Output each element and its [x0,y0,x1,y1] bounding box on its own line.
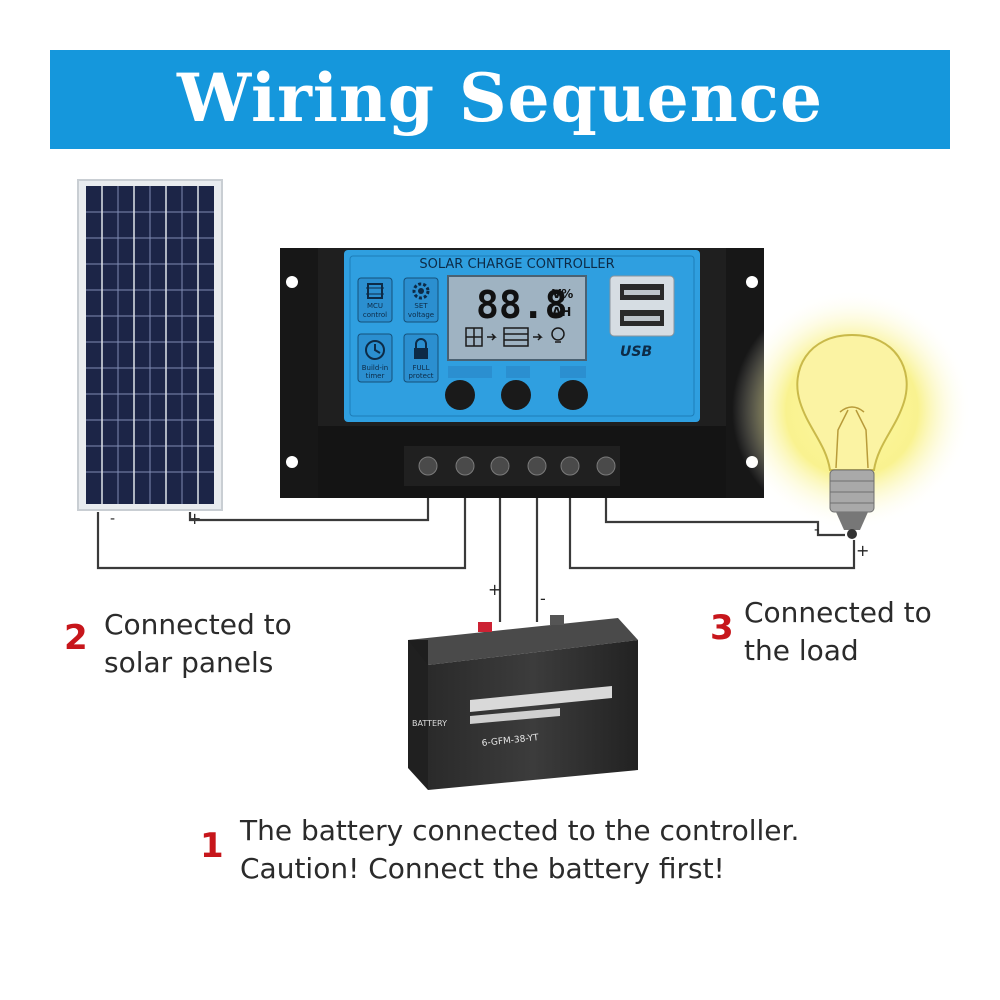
icon-label-line1: MCU [367,302,383,310]
terminal-screws [418,456,616,476]
step-label-line1: Connected to [744,596,932,629]
step-label-line2: the load [744,634,859,667]
battery-plus-label: + [488,580,501,599]
lcd-digits: 88.8 [476,283,568,327]
gear-icon [412,282,430,300]
title-banner: Wiring Sequence [50,50,950,149]
step-number: 1 [200,826,224,866]
panel-minus-label: - [110,511,115,527]
battery-brand: BATTERY [412,719,447,728]
page-title: Wiring Sequence [177,59,823,137]
icon-label-line1: Build-in [362,364,388,372]
lcd-unit-top: V% [552,287,573,301]
battery-minus-label: - [540,589,546,608]
load-plus-label: + [856,541,869,560]
step-label-line1: Connected to [104,608,292,641]
solar-panel-icon [77,179,223,511]
controller-button-up [501,380,531,410]
controller-button-menu [445,380,475,410]
icon-label-line1: FULL [413,364,430,372]
clock-icon [365,340,385,360]
lcd-status-icons [465,327,565,347]
mcu-chip-icon [366,283,384,299]
step-label-line2: solar panels [104,646,274,679]
step-number: 3 [710,608,734,648]
icon-label-line2: voltage [408,311,434,319]
panel-plus-label: + [188,509,201,528]
icon-label-line2: timer [366,372,385,380]
controller-title: SOLAR CHARGE CONTROLLER [419,257,614,272]
icon-label-line1: SET [414,302,428,310]
battery-icon [408,615,638,790]
step-label-line2: Caution! Connect the battery first! [240,852,725,885]
step-number: 2 [64,618,88,658]
controller-button-down [558,380,588,410]
usb-label: USB [620,344,652,360]
light-bulb-icon [732,290,972,539]
lock-icon [414,338,428,359]
load-minus-label: - [814,522,819,538]
icon-label-line2: control [363,311,387,319]
wires [96,495,856,622]
icon-label-line2: protect [408,372,433,380]
step-label-line1: The battery connected to the controller. [240,814,800,847]
lcd-unit-bottom: AH [552,305,571,319]
